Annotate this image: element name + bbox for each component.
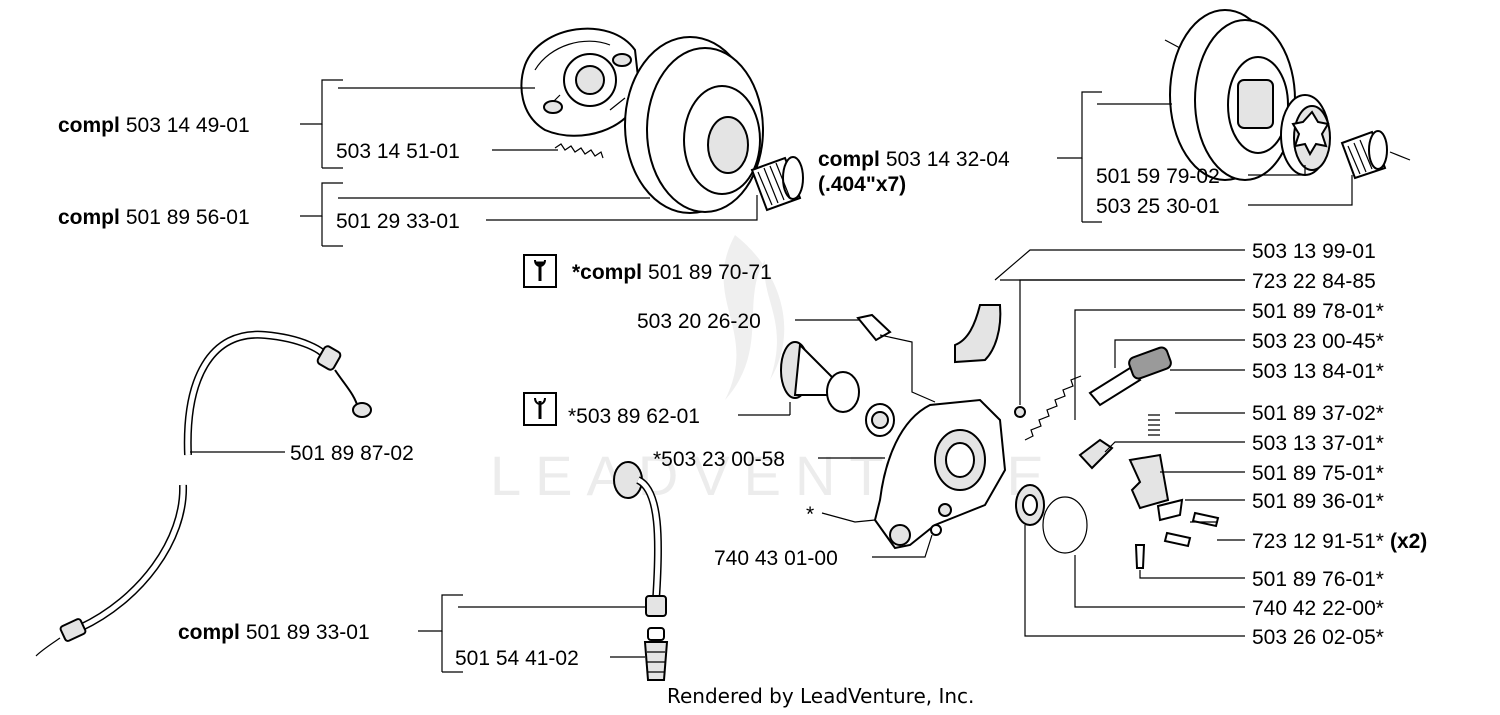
label-washer: *503 23 00-58	[653, 448, 785, 471]
label-r4: 503 23 00-45*	[1252, 330, 1384, 353]
label-rim-sprocket: 501 59 79-02	[1096, 165, 1220, 188]
label-r6: 501 89 37-02*	[1252, 402, 1384, 425]
label-r1: 503 13 99-01	[1252, 240, 1376, 263]
service-tool-icon-bottom	[523, 392, 557, 426]
label-r5: 503 13 84-01*	[1252, 360, 1384, 383]
label-r13: 503 26 02-05*	[1252, 626, 1384, 649]
rim-drum-drawing	[1164, 9, 1411, 181]
label-needle-bearing: 501 29 33-01	[336, 210, 460, 233]
suction-pipe-drawing	[613, 461, 669, 681]
oil-pump-drawing	[780, 304, 1220, 569]
label-asterisk: *	[806, 503, 814, 526]
leader-lines-suction	[418, 594, 645, 673]
label-r8: 501 89 75-01*	[1252, 462, 1384, 485]
label-rim-drum-note: (.404"x7)	[818, 173, 906, 196]
label-r11: 501 89 76-01*	[1252, 568, 1384, 591]
label-r10: 723 12 91-51*(x2)	[1252, 530, 1427, 553]
label-clutch-spring: 503 14 51-01	[336, 140, 460, 163]
clutch-assembly-drawing	[520, 27, 804, 214]
footer-credit: Rendered by LeadVenture, Inc.	[667, 684, 974, 708]
service-tool-icon-top	[523, 254, 557, 288]
label-r2: 723 22 84-85	[1252, 270, 1376, 293]
label-r12: 740 42 22-00*	[1252, 597, 1384, 620]
label-oil-filter: 501 54 41-02	[455, 647, 579, 670]
label-r9: 501 89 36-01*	[1252, 490, 1384, 513]
leader-lines-clutch	[300, 79, 758, 247]
leader-lines-pump	[738, 249, 1245, 637]
label-rim-bearing: 503 25 30-01	[1096, 195, 1220, 218]
label-screw-top: 503 20 26-20	[637, 310, 761, 333]
leader-lines-rim	[1057, 91, 1353, 223]
label-worm-gear: *503 89 62-01	[568, 405, 700, 428]
label-oil-hose: 501 89 87-02	[290, 442, 414, 465]
label-small-washer: 740 43 01-00	[714, 547, 838, 570]
label-r7: 503 13 37-01*	[1252, 432, 1384, 455]
label-r3: 501 89 78-01*	[1252, 300, 1384, 323]
oil-hose-drawing	[35, 330, 372, 657]
